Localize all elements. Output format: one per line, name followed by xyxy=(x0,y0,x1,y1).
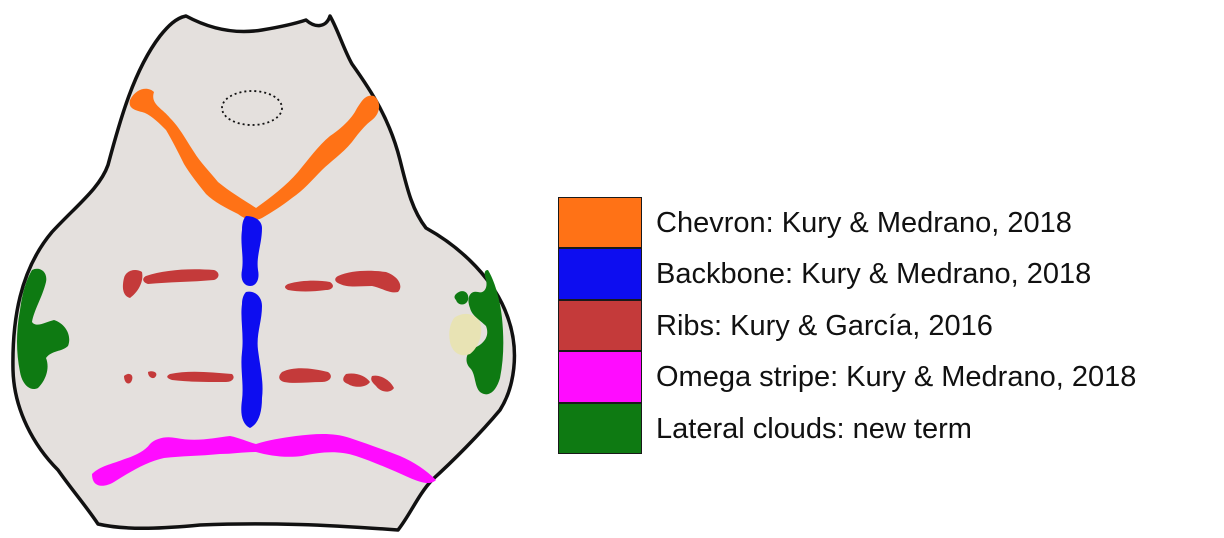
legend-label: Chevron: Kury & Medrano, 2018 xyxy=(656,206,1072,240)
legend-label: Lateral clouds: new term xyxy=(656,412,972,446)
legend-label: Omega stripe: Kury & Medrano, 2018 xyxy=(656,360,1136,394)
legend-swatch xyxy=(558,197,642,248)
legend-swatch xyxy=(558,300,642,351)
legend-label: Backbone: Kury & Medrano, 2018 xyxy=(656,257,1091,291)
harvestman-dorsal-scutum-diagram xyxy=(0,0,550,538)
backbone-mark xyxy=(241,216,262,428)
legend-label: Ribs: Kury & García, 2016 xyxy=(656,309,993,343)
legend-swatch xyxy=(558,351,642,402)
legend-swatch xyxy=(558,403,642,454)
legend-swatch xyxy=(558,248,642,299)
